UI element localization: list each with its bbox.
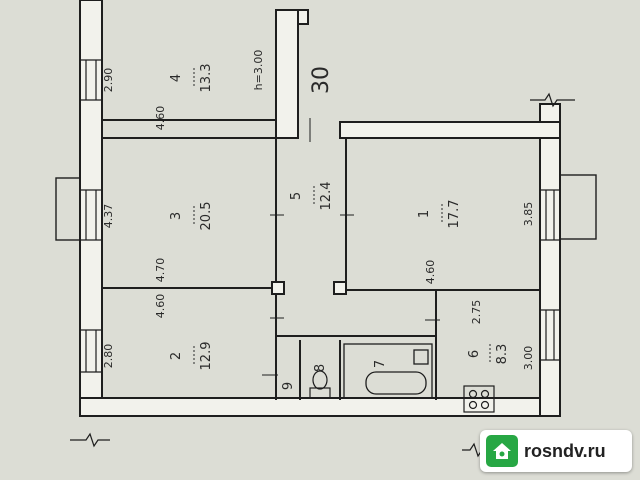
room-9-number: 9 [281, 382, 296, 390]
room-6-number: 6 [467, 350, 482, 358]
dim-385: 3.85 [522, 202, 535, 227]
balconies [55, 174, 597, 241]
room-1-number: 1 [417, 210, 432, 218]
room-4-area: 13.3 [199, 64, 214, 93]
dim-470: 4.70 [154, 258, 167, 283]
dim-437: 4.37 [102, 204, 115, 229]
balcony-left [55, 177, 81, 241]
stove-icon [463, 385, 495, 413]
room-1-area: 17.7 [447, 200, 462, 229]
dim-290: 2.90 [102, 68, 115, 93]
columns [271, 281, 347, 295]
watermark[interactable]: rosndv.ru [480, 430, 632, 472]
room-6-area: 8.3 [495, 344, 510, 365]
dim-280: 2.80 [102, 344, 115, 369]
bathtub-icon [343, 343, 433, 399]
room-5-area: 12.4 [319, 182, 334, 211]
room-labels: 4 13.3 3 20.5 2 12.9 5 12.4 1 17.7 6 8.3… [169, 64, 510, 391]
room-8-number: 8 [313, 364, 328, 372]
watermark-text: rosndv.ru [524, 440, 606, 461]
dim-460-top: 4.60 [154, 106, 167, 131]
stairwell-wall-cap [297, 9, 309, 25]
outer-walls [79, 0, 561, 417]
series-number: 30 [309, 66, 334, 94]
dim-460-mid: 4.60 [154, 294, 167, 319]
dim-275: 2.75 [470, 300, 483, 325]
left-exterior-wall [79, 397, 541, 417]
room-3-number: 3 [169, 212, 184, 220]
room-2-area: 12.9 [199, 342, 214, 371]
house-icon [486, 435, 518, 467]
fraction-bars [193, 68, 491, 366]
windows [80, 59, 560, 373]
bottom-exterior-wall [539, 103, 561, 417]
dimension-labels: 2.90 4.60 4.37 4.70 4.60 2.80 4.60 3.85 … [102, 50, 535, 371]
room-4-number: 4 [169, 74, 184, 82]
toilet-icon [309, 370, 331, 399]
partitions [102, 119, 540, 400]
dim-300: 3.00 [522, 346, 535, 371]
room-7-number: 7 [373, 360, 388, 368]
room-2-number: 2 [169, 352, 184, 360]
room-5-number: 5 [289, 192, 304, 200]
door-marks [262, 118, 440, 376]
stairwell-wall [275, 9, 299, 139]
balcony-right [559, 174, 597, 240]
top-exterior-wall [79, 0, 103, 411]
stair-side-wall [339, 121, 561, 139]
dim-460-right: 4.60 [424, 260, 437, 285]
room-3-area: 20.5 [199, 202, 214, 231]
ceiling-height: h=3.00 [252, 50, 265, 91]
